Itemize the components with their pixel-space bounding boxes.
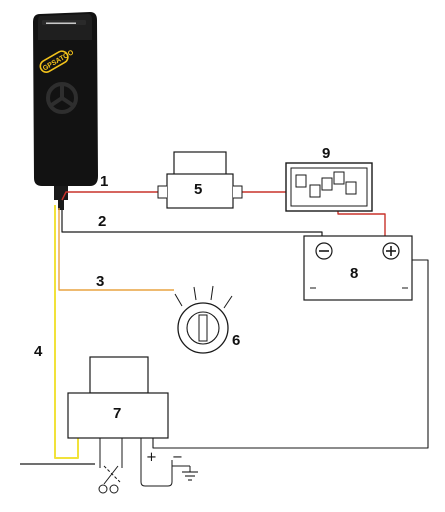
- label-battery: 8: [350, 265, 358, 282]
- plus-sign: +: [146, 450, 157, 465]
- ground-symbol-icon: [140, 460, 198, 487]
- label-wire-1: 1: [100, 173, 108, 190]
- label-relay: 7: [113, 405, 121, 422]
- wire-3-orange: [58, 208, 174, 291]
- inline-fuse: [157, 151, 243, 209]
- wire-battery-to-relay: [152, 259, 429, 449]
- ignition-switch: [174, 285, 233, 354]
- minus-sign: −: [172, 450, 183, 465]
- label-fuse-box: 9: [322, 145, 330, 162]
- label-ignition-switch: 6: [232, 332, 240, 349]
- device-small-print: ▬▬▬▬▬▬: [46, 20, 76, 26]
- wire-1-red: [61, 191, 158, 201]
- fuse-box: [285, 162, 373, 212]
- gps-tracker-device: ▬▬▬▬▬▬ GPSATOO: [33, 12, 98, 210]
- steering-wheel-icon: [46, 82, 78, 114]
- label-wire-2: 2: [98, 213, 106, 230]
- label-wire-4: 4: [34, 343, 43, 360]
- label-fuse: 5: [194, 181, 202, 198]
- label-wire-3: 3: [96, 273, 104, 290]
- cut-switch-icon: [98, 465, 121, 494]
- wire-fusebox-to-battery-plus: [337, 208, 386, 236]
- battery: [303, 235, 413, 301]
- wire-4-yellow: [54, 205, 79, 459]
- relay: [67, 356, 169, 468]
